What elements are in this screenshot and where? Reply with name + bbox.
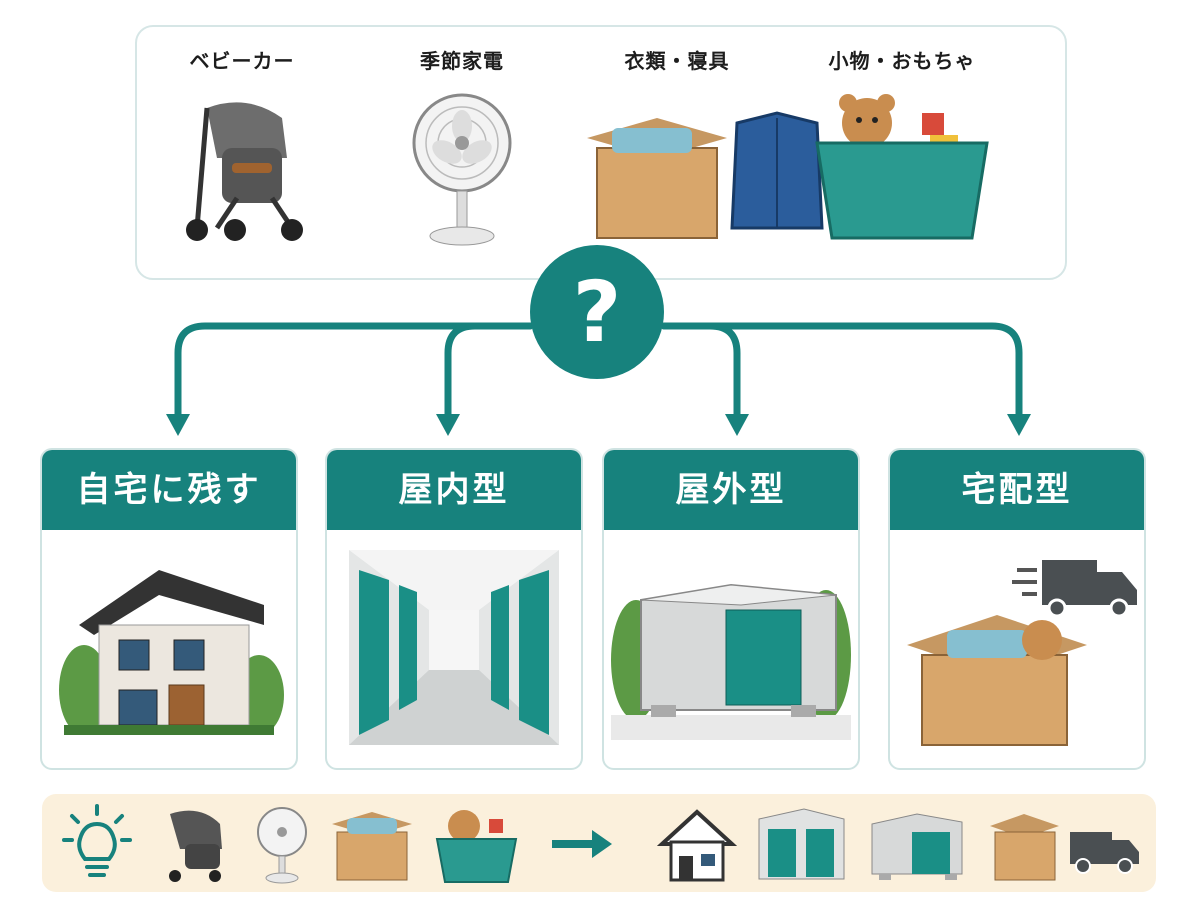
- option-home: 自宅に残す: [40, 448, 298, 770]
- delivery-truck-icon: [1070, 832, 1139, 874]
- option-title: 宅配型: [890, 450, 1144, 530]
- option-title: 自宅に残す: [42, 450, 296, 530]
- item-toys: 小物・おもちゃ: [802, 45, 1002, 248]
- electric-fan-icon: [257, 807, 307, 884]
- clothing-box-icon: [587, 111, 824, 239]
- delivery-box-icon: [907, 560, 1137, 746]
- option-indoor: 屋内型: [325, 448, 583, 770]
- house-icon: [59, 570, 284, 735]
- indoor-storage-hallway-icon: [349, 550, 559, 745]
- toy-bin-icon: [435, 810, 518, 883]
- option-delivery: 宅配型: [888, 448, 1146, 770]
- question-mark-badge: ?: [530, 245, 664, 379]
- cardboard-box-icon: [990, 814, 1059, 881]
- item-label: 衣類・寝具: [624, 49, 730, 73]
- item-label: ベビーカー: [189, 49, 295, 73]
- electric-fan-icon: [412, 93, 512, 246]
- item-clothing: 衣類・寝具: [577, 45, 824, 248]
- lightbulb-icon: [62, 804, 132, 877]
- option-outdoor: 屋外型: [602, 448, 860, 770]
- house-icon: [657, 809, 737, 882]
- item-label: 小物・おもちゃ: [828, 49, 976, 73]
- toy-bin-icon: [815, 94, 989, 240]
- indoor-storage-icon: [758, 808, 845, 880]
- clothing-box-icon: [332, 812, 412, 881]
- outdoor-container-icon: [611, 583, 851, 740]
- item-fan: 季節家電: [362, 45, 562, 248]
- item-label: 季節家電: [420, 49, 504, 73]
- right-arrow-icon: [552, 830, 612, 858]
- option-title: 屋外型: [604, 450, 858, 530]
- item-stroller: ベビーカー: [142, 45, 342, 248]
- summary-strip: [42, 794, 1156, 892]
- items-panel: ベビーカー 季節家電 衣類・寝具: [135, 25, 1067, 280]
- stroller-icon: [169, 810, 222, 882]
- stroller-icon: [186, 102, 303, 241]
- option-title: 屋内型: [327, 450, 581, 530]
- outdoor-container-icon: [871, 813, 963, 880]
